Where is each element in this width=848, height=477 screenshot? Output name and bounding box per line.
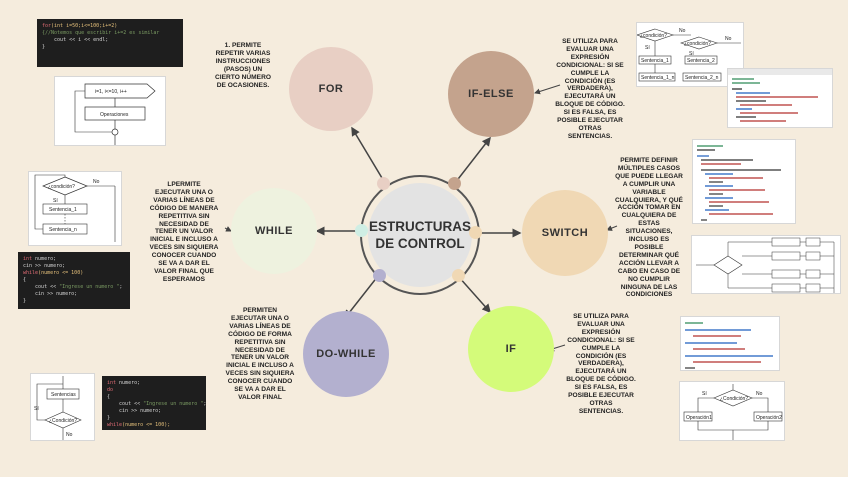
node-for-label: FOR bbox=[319, 83, 344, 95]
flow-while-sn: Sentencia_n bbox=[49, 227, 77, 233]
code-string: "Ingrese un numero " bbox=[59, 284, 119, 290]
node-if[interactable]: IF bbox=[468, 306, 554, 392]
node-while-label: WHILE bbox=[255, 225, 293, 237]
flowchart-if: ¿Condición? Sí No Operación1 Operación2 bbox=[679, 381, 785, 441]
flow-ifelse-s1n: Sentencia_1_n bbox=[641, 75, 675, 81]
code-text: numero; bbox=[116, 380, 140, 386]
arrow-to-for bbox=[352, 128, 385, 183]
description-for: 1. PERMITE REPETIR VARIAS INSTRUCCIONES … bbox=[200, 42, 286, 89]
connector-dot-if bbox=[452, 269, 465, 282]
code-screenshot-switch bbox=[692, 139, 796, 224]
flow-ifelse-si: Sí bbox=[645, 45, 650, 51]
code-text: numero; bbox=[32, 256, 56, 262]
code-text: cin >> numero; bbox=[23, 263, 65, 269]
code-text: cin >> numero; bbox=[23, 291, 77, 297]
flow-while-no: No bbox=[93, 179, 100, 185]
node-if-label: IF bbox=[506, 343, 517, 355]
connector-dot-do-while bbox=[373, 269, 386, 282]
code-text: (numero <= 100); bbox=[122, 422, 170, 428]
code-kw: while bbox=[23, 270, 38, 276]
code-kw: for bbox=[42, 23, 51, 29]
node-do-while[interactable]: DO-WHILE bbox=[303, 311, 389, 397]
code-text: } bbox=[107, 415, 110, 421]
flow-dowhile-cond: ¿Condición? bbox=[49, 418, 77, 424]
flow-dowhile-no: No bbox=[66, 432, 73, 438]
node-if-else-label: IF-ELSE bbox=[468, 88, 514, 100]
flow-dowhile-si: Sí bbox=[34, 406, 39, 412]
flow-ifelse-s2n: Sentencia_2_n bbox=[685, 75, 719, 81]
code-text: { bbox=[107, 394, 110, 400]
node-do-while-label: DO-WHILE bbox=[316, 348, 376, 360]
code-text: cout << i << endl; bbox=[42, 37, 108, 43]
connector-dot-for bbox=[377, 177, 390, 190]
flow-ifelse-no: No bbox=[679, 28, 686, 34]
code-text: (int i=50;i<=100;i+=2) bbox=[51, 23, 117, 29]
flow-ifelse-cond1: ¿condición? bbox=[640, 33, 667, 39]
description-if-else: SE UTILIZA PARA EVALUAR UNA EXPRESIÓN CO… bbox=[547, 38, 633, 141]
flow-ifelse-cond2: ¿condición? bbox=[684, 41, 711, 47]
flow-while-si: Sí bbox=[53, 198, 58, 204]
flow-ifelse-s1: Sentencia_1 bbox=[641, 58, 669, 64]
flow-for-box1: i=1, i<=10, i++ bbox=[95, 89, 127, 95]
node-switch[interactable]: SWITCH bbox=[522, 190, 608, 276]
code-text: } bbox=[42, 44, 45, 50]
code-snippet-do-while: int numero; do { cout << "Ingrese un num… bbox=[102, 376, 206, 430]
flow-if-op2: Operación2 bbox=[756, 415, 782, 421]
flowchart-switch bbox=[691, 235, 841, 294]
node-for[interactable]: FOR bbox=[289, 47, 373, 131]
code-text: (numero <= 100) bbox=[38, 270, 83, 276]
code-text: cout << bbox=[23, 284, 59, 290]
flow-ifelse-s2: Sentencia_2 bbox=[687, 58, 715, 64]
flow-if-op1: Operación1 bbox=[686, 415, 712, 421]
code-text: ; bbox=[119, 284, 122, 290]
code-kw: while bbox=[107, 422, 122, 428]
code-kw: int bbox=[23, 256, 32, 262]
code-text: cin >> numero; bbox=[107, 408, 161, 414]
connector-dot-while bbox=[355, 224, 368, 237]
code-screenshot-if bbox=[680, 316, 780, 371]
code-string: "Ingrese un numero " bbox=[143, 401, 203, 407]
flow-if-no: No bbox=[756, 391, 763, 397]
code-kw: int bbox=[107, 380, 116, 386]
arrow-to-if-else bbox=[455, 138, 490, 183]
flow-while-cond: ¿condición? bbox=[48, 184, 75, 190]
code-text: cout << bbox=[107, 401, 143, 407]
description-if: SE UTILIZA PARA EVALUAR UNA EXPRESIÓN CO… bbox=[558, 313, 644, 416]
code-text: ; bbox=[203, 401, 206, 407]
code-text: } bbox=[23, 298, 26, 304]
flowchart-for: i=1, i<=10, i++ Operaciones bbox=[54, 76, 166, 146]
code-screenshot-if-else bbox=[727, 68, 833, 128]
node-if-else[interactable]: IF-ELSE bbox=[448, 51, 534, 137]
connector-dot-if-else bbox=[448, 177, 461, 190]
flow-for-box2: Operaciones bbox=[100, 112, 129, 118]
flow-dowhile-box: Sentencias bbox=[51, 392, 76, 398]
node-switch-label: SWITCH bbox=[542, 227, 588, 239]
flowchart-do-while: Sentencias ¿Condición? Sí No bbox=[30, 373, 95, 441]
node-while[interactable]: WHILE bbox=[231, 188, 317, 274]
flowchart-while: ¿condición? No Sí Sentencia_1 Sentencia_… bbox=[28, 171, 122, 246]
flow-ifelse-no2: No bbox=[725, 36, 732, 42]
flow-if-cond: ¿Condición? bbox=[720, 396, 748, 402]
connector-dot-switch bbox=[469, 226, 482, 239]
flow-if-yes: Sí bbox=[702, 391, 707, 397]
code-comment: {//Notemos que escribir i+=2 es similar bbox=[42, 30, 159, 36]
code-text: { bbox=[23, 277, 26, 283]
arrow-to-if bbox=[458, 276, 490, 312]
description-switch: PERMITE DEFINIR MÚLTIPLES CASOS QUE PUED… bbox=[604, 157, 694, 299]
description-while: LPERMITE EJECUTAR UNA O VARIAS LÍNEAS DE… bbox=[138, 181, 230, 284]
code-snippet-for: for(int i=50;i<=100;i+=2) {//Notemos que… bbox=[37, 19, 183, 67]
description-do-while: PERMITEN EJECUTAR UNA O VARIAS LÍNEAS DE… bbox=[215, 307, 305, 402]
code-snippet-while: int numero; cin >> numero; while(numero … bbox=[18, 252, 130, 309]
flow-while-s1: Sentencia_1 bbox=[49, 207, 77, 213]
code-kw: do bbox=[107, 387, 113, 393]
